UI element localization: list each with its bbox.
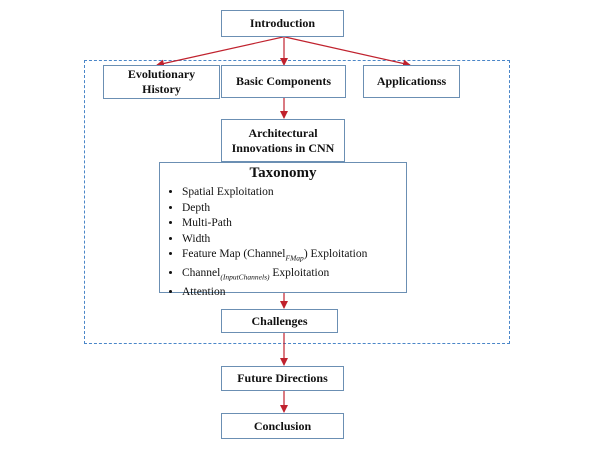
applications-label: Applicationss [376, 74, 447, 88]
basic-components-label: Basic Components [235, 74, 331, 88]
dashed-group-boundary [84, 60, 510, 344]
architectural-innovations-box: Architectural Innovations in CNN [221, 119, 345, 162]
taxonomy-box: Taxonomy Spatial Exploitation Depth Mult… [159, 162, 407, 298]
taxonomy-item: Attention [182, 285, 367, 301]
taxonomy-list: Spatial Exploitation Depth Multi-Path Wi… [162, 185, 367, 300]
conclusion-box: Conclusion [221, 413, 344, 439]
introduction-box: Introduction [221, 10, 344, 37]
introduction-label: Introduction [249, 16, 316, 30]
conclusion-label: Conclusion [253, 418, 312, 433]
evolutionary-history-box: Evolutionary History [103, 65, 220, 99]
taxonomy-item: Spatial Exploitation [182, 185, 367, 201]
future-directions-box: Future Directions [221, 366, 344, 391]
taxonomy-item: Feature Map (ChannelFMap) Exploitation [182, 247, 367, 266]
applications-box: Applicationss [363, 65, 460, 98]
challenges-box: Challenges [221, 309, 338, 333]
evolutionary-history-label: Evolutionary History [127, 67, 196, 96]
taxonomy-item: Depth [182, 201, 367, 217]
challenges-label: Challenges [251, 313, 308, 328]
architectural-innovations-label: Architectural Innovations in CNN [231, 125, 335, 155]
taxonomy-item: Width [182, 232, 367, 248]
taxonomy-title: Taxonomy [249, 165, 317, 181]
taxonomy-item: Channel(InputChannels) Exploitation [182, 266, 367, 285]
arrow-intro-to-history [156, 36, 284, 68]
taxonomy-item: Multi-Path [182, 216, 367, 232]
basic-components-box: Basic Components [221, 65, 346, 98]
arrow-intro-to-applications [284, 36, 411, 68]
future-directions-label: Future Directions [237, 371, 328, 385]
